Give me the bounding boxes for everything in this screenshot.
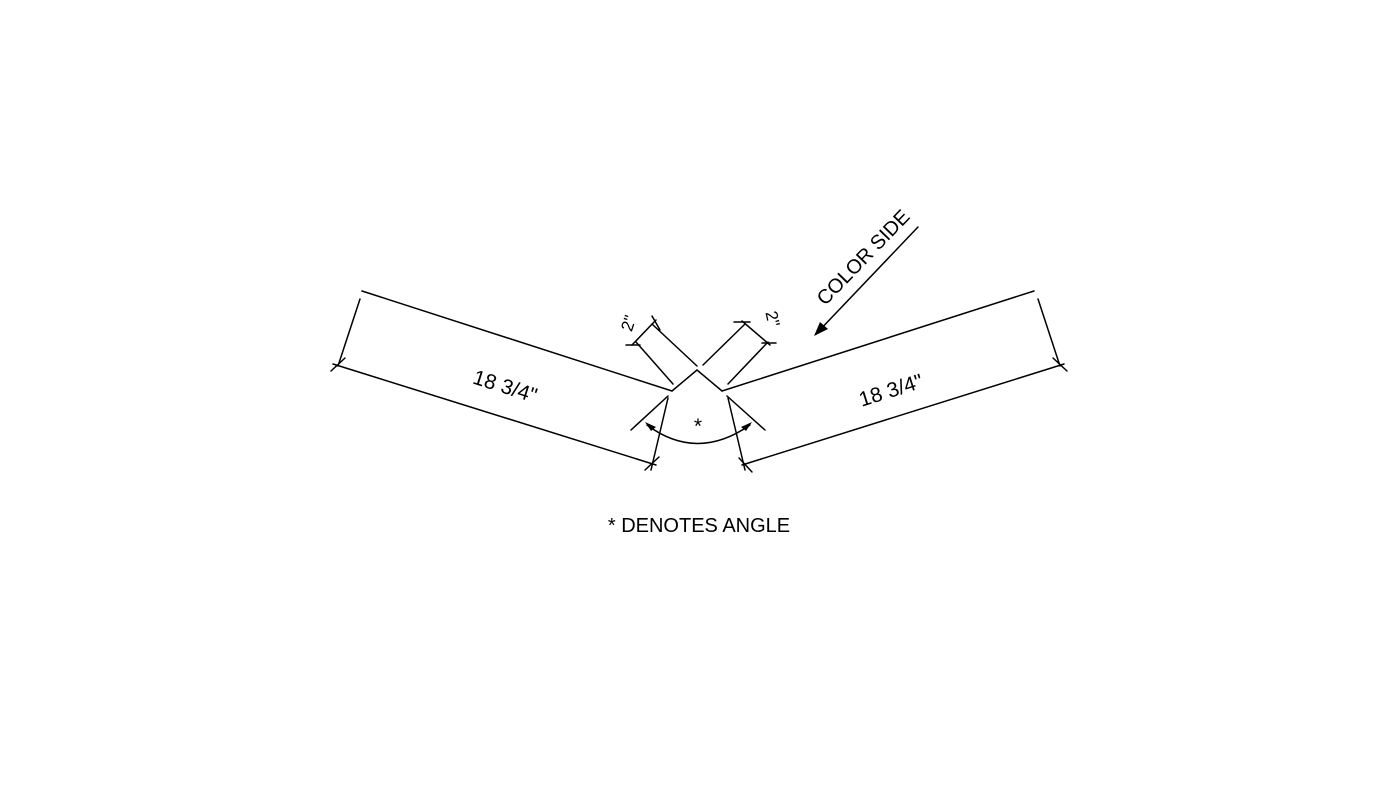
angle-note: * DENOTES ANGLE <box>608 515 790 537</box>
right-leg <box>721 290 1035 392</box>
right-extension-outer <box>1037 298 1061 367</box>
profile-outline <box>361 290 1035 392</box>
left-hem-ext-1 <box>635 341 674 385</box>
color-side-label: COLOR SIDE <box>813 206 915 310</box>
right-dimension-line <box>741 363 1065 466</box>
left-length-label: 18 3/4" <box>470 366 540 408</box>
color-side-indicator <box>814 226 919 336</box>
right-return <box>696 369 723 392</box>
angle-arrow-left <box>645 422 656 431</box>
right-tick-2 <box>1052 357 1068 372</box>
angle-arc <box>646 424 751 445</box>
left-extension-inner <box>650 397 669 471</box>
right-hem-line <box>741 320 771 346</box>
angle-marker: * <box>694 415 702 438</box>
left-length-dimension <box>330 298 669 471</box>
left-leg <box>361 290 673 392</box>
left-hem-tick-2 <box>651 315 661 331</box>
color-side-arrow-line <box>815 226 919 335</box>
left-tick-1 <box>330 357 346 372</box>
angle-ext-left <box>630 395 669 431</box>
right-length-label: 18 3/4" <box>856 370 926 412</box>
left-extension-outer <box>337 298 361 367</box>
right-hem-ext-2 <box>727 341 769 385</box>
left-tick-2 <box>644 456 660 471</box>
color-side-arrowhead <box>814 322 828 336</box>
right-hem-label: 2" <box>761 309 783 328</box>
left-dimension-line <box>332 363 657 466</box>
right-hem-dimension <box>702 320 777 385</box>
angle-arrow-right <box>741 422 752 431</box>
left-return <box>671 369 698 392</box>
angle-callout <box>630 395 766 445</box>
left-hem-dimension <box>625 315 698 385</box>
left-hem-ext-2 <box>651 323 698 367</box>
angle-ext-right <box>726 395 766 431</box>
right-hem-ext-1 <box>702 323 746 366</box>
left-hem-label: 2" <box>617 313 640 334</box>
right-tick-1 <box>738 457 753 473</box>
